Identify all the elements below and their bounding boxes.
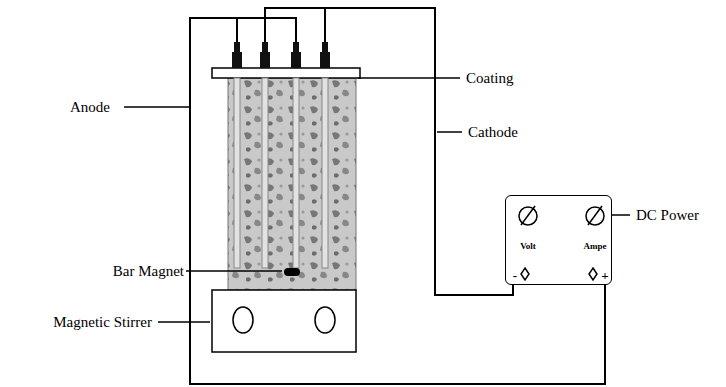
part-label: Magnetic Stirrer: [53, 314, 152, 331]
coating-lid: [212, 68, 360, 78]
magnetic-stirrer: [212, 290, 356, 352]
part-label: DC Power: [636, 207, 699, 224]
leader-lines: [124, 78, 630, 322]
meter-label: Ampe: [584, 242, 607, 251]
bar-magnet: [284, 268, 300, 276]
electrode-caps: [232, 42, 330, 68]
terminal-sign: -: [513, 269, 517, 282]
wires: [190, 8, 605, 384]
stirrer-knob: [315, 307, 335, 333]
stirrer-knob: [233, 307, 253, 333]
part-label: Cathode: [468, 124, 518, 141]
part-label: Coating: [466, 70, 514, 87]
electrodes: [234, 78, 328, 268]
meter-label: Volt: [520, 242, 536, 251]
electrolyte-beaker: [228, 78, 356, 290]
terminal-sign: +: [601, 269, 608, 282]
part-label: Bar Magnet: [113, 263, 184, 280]
dc-power-supply: Volt Ampe - +: [505, 195, 612, 285]
part-label: Anode: [70, 99, 110, 116]
